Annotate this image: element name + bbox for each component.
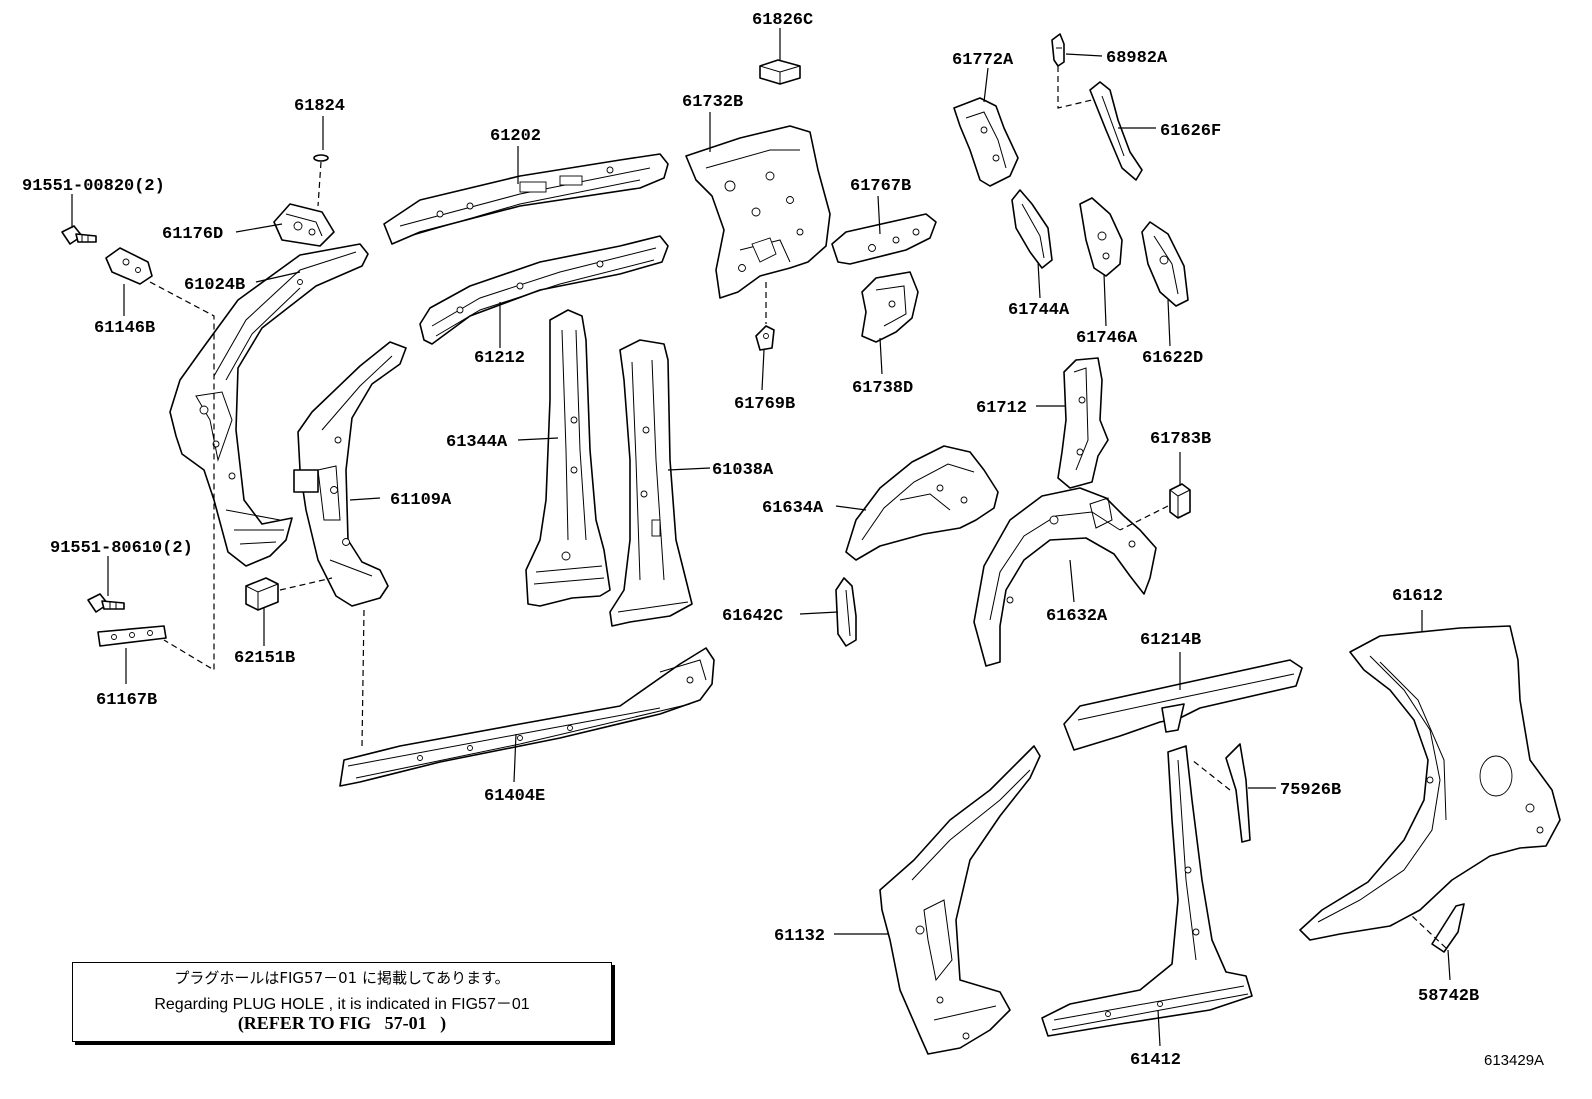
note-refer-to-fig: (REFER TO FIG 57-01 ) xyxy=(237,1013,447,1033)
part-61642C xyxy=(835,577,857,647)
part-61612 xyxy=(1299,625,1561,941)
part-58742B xyxy=(1431,903,1465,953)
part-61626F xyxy=(1089,81,1143,181)
label-61746A: 61746A xyxy=(1076,329,1138,348)
part-61404E xyxy=(339,647,715,787)
label-62151B: 62151B xyxy=(234,649,295,668)
part-61146B xyxy=(105,247,153,285)
part-61632A xyxy=(973,487,1157,667)
part-61826C xyxy=(759,59,801,85)
part-61212 xyxy=(419,235,669,345)
label-68982A: 68982A xyxy=(1106,49,1168,68)
label-61038A: 61038A xyxy=(712,461,774,480)
plug-hole-note-box: プラグホールはFIG57－01 に掲載してあります。 Regarding PLU… xyxy=(72,962,612,1042)
part-61783B xyxy=(1169,483,1191,519)
part-61109A xyxy=(297,341,407,607)
label-91551-80610: 91551-80610(2) xyxy=(50,539,193,558)
part-61744A xyxy=(1011,189,1053,269)
label-61622D: 61622D xyxy=(1142,349,1203,368)
label-61202: 61202 xyxy=(490,127,541,146)
part-61732B xyxy=(685,125,831,299)
label-61412: 61412 xyxy=(1130,1051,1181,1070)
part-61622D xyxy=(1141,221,1189,307)
part-61344A xyxy=(525,309,611,607)
part-61176D xyxy=(273,203,335,247)
part-labels: 61826C 68982A 61772A 61824 61732B 61626F… xyxy=(22,11,1479,1070)
label-61634A: 61634A xyxy=(762,499,824,518)
label-61167B: 61167B xyxy=(96,691,157,710)
label-75926B: 75926B xyxy=(1280,781,1341,800)
part-61024B xyxy=(169,243,369,567)
part-61824 xyxy=(313,154,329,162)
part-61712 xyxy=(1057,357,1109,489)
note-japanese: プラグホールはFIG57－01 に掲載してあります。 xyxy=(174,969,510,987)
part-61132 xyxy=(879,745,1041,1055)
part-68982A xyxy=(1051,33,1065,67)
label-61212: 61212 xyxy=(474,349,525,368)
label-91551-00820: 91551-00820(2) xyxy=(22,177,165,196)
label-61772A: 61772A xyxy=(952,51,1014,70)
part-61202 xyxy=(383,153,669,245)
part-75926B xyxy=(1225,743,1251,843)
label-61109A: 61109A xyxy=(390,491,452,510)
label-61344A: 61344A xyxy=(446,433,508,452)
part-61634A xyxy=(845,445,999,561)
bolt-91551-80610 xyxy=(87,593,125,613)
part-61769B xyxy=(755,325,775,351)
part-62151B xyxy=(245,577,279,611)
label-61712: 61712 xyxy=(976,399,1027,418)
label-61738D: 61738D xyxy=(852,379,913,398)
label-61132: 61132 xyxy=(774,927,825,946)
part-61214B xyxy=(1063,659,1303,751)
label-61146B: 61146B xyxy=(94,319,155,338)
label-61214B: 61214B xyxy=(1140,631,1201,650)
part-61772A xyxy=(953,97,1019,187)
bolt-91551-00820 xyxy=(61,225,97,245)
label-61404E: 61404E xyxy=(484,787,545,806)
illustration-code: 613429A xyxy=(1484,1052,1545,1069)
label-61176D: 61176D xyxy=(162,225,223,244)
label-61826C: 61826C xyxy=(752,11,813,30)
part-61167B xyxy=(97,625,167,647)
label-61632A: 61632A xyxy=(1046,607,1108,626)
label-61769B: 61769B xyxy=(734,395,795,414)
leader-lines xyxy=(71,28,1451,1047)
label-61024B: 61024B xyxy=(184,276,245,295)
part-61109A-bracket xyxy=(293,469,319,493)
label-61612: 61612 xyxy=(1392,587,1443,606)
label-61767B: 61767B xyxy=(850,177,911,196)
label-61626F: 61626F xyxy=(1160,122,1221,141)
label-61732B: 61732B xyxy=(682,93,743,112)
part-61767B xyxy=(831,213,937,265)
note-english: Regarding PLUG HOLE , it is indicated in… xyxy=(154,996,530,1013)
part-61038A xyxy=(609,339,693,627)
label-61744A: 61744A xyxy=(1008,301,1070,320)
part-61746A xyxy=(1079,197,1123,277)
part-61738D xyxy=(861,271,919,343)
label-61783B: 61783B xyxy=(1150,430,1211,449)
label-61824: 61824 xyxy=(294,97,345,116)
label-61642C: 61642C xyxy=(722,607,783,626)
label-58742B: 58742B xyxy=(1418,987,1479,1006)
part-61412 xyxy=(1041,745,1253,1037)
